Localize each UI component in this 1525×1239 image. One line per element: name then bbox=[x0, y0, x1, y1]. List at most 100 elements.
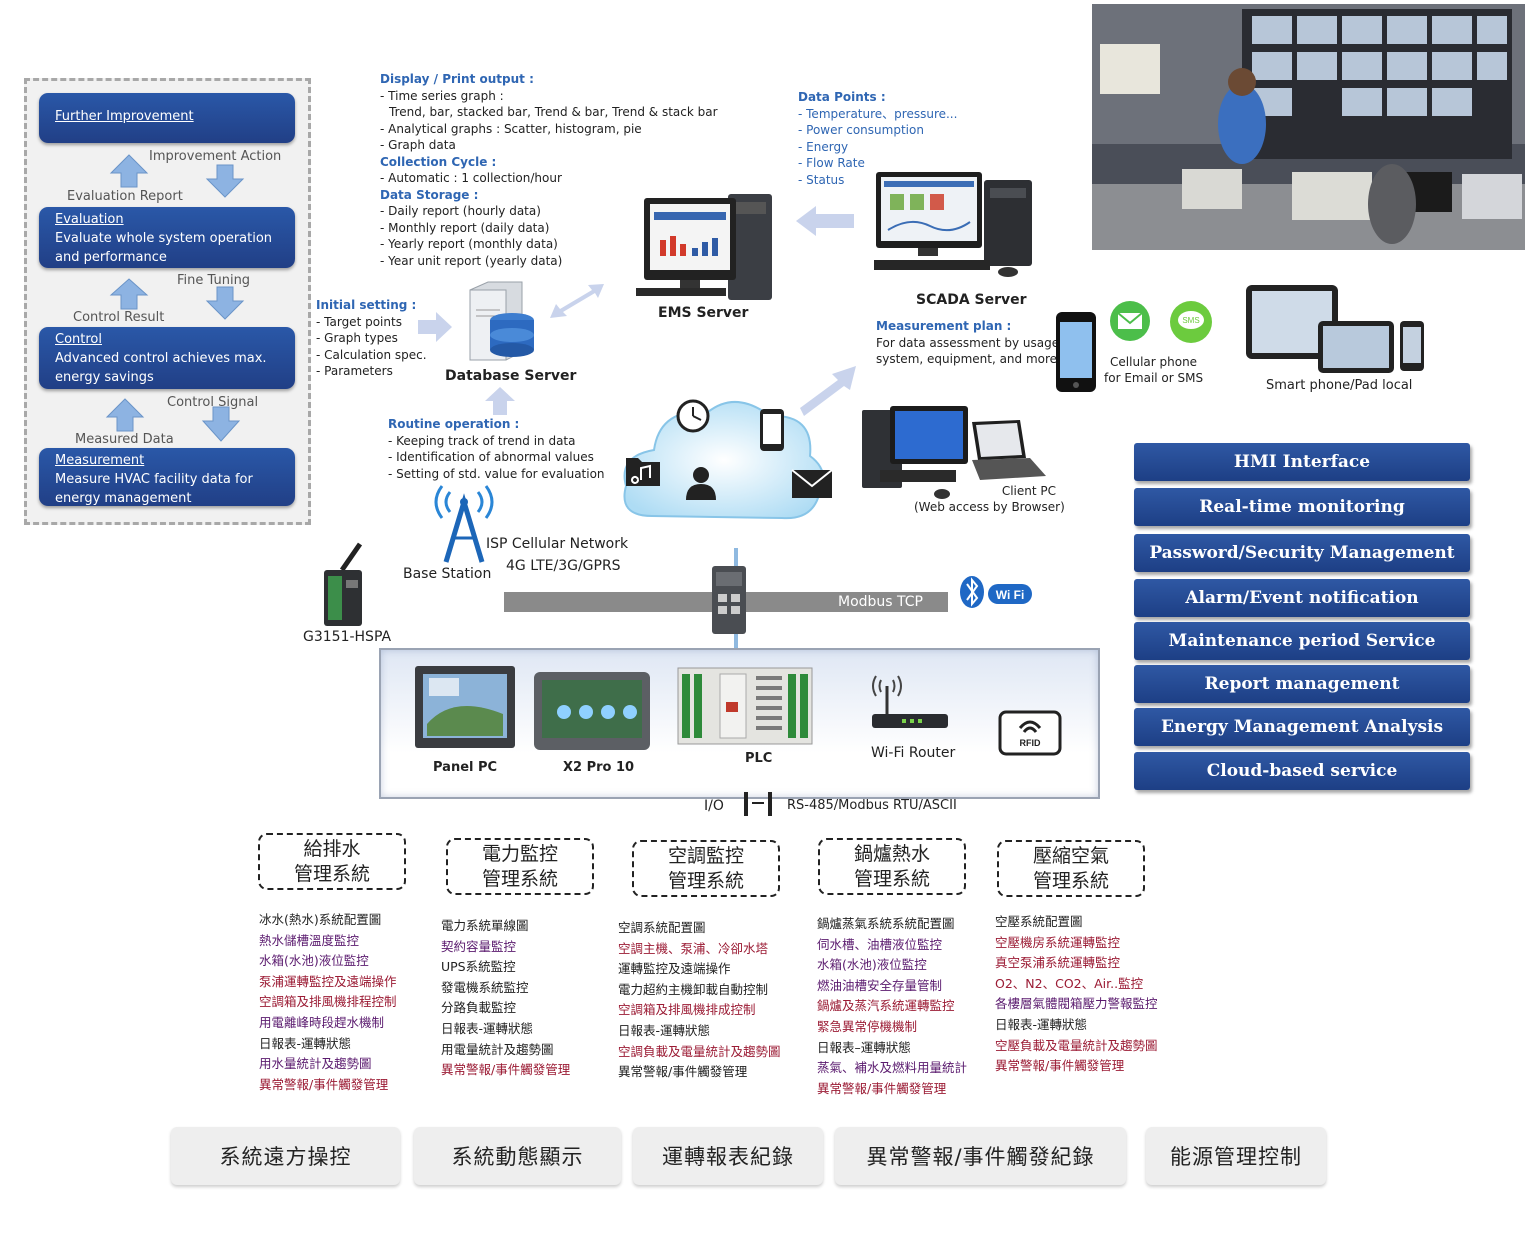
base-station-icon bbox=[434, 485, 494, 563]
further-improvement-box: Further Improvement bbox=[39, 93, 295, 143]
routine-operation-block: Routine operation : - Keeping track of t… bbox=[388, 417, 605, 481]
system-hvac-title: 空調監控管理系統 bbox=[632, 840, 780, 897]
system-air-title: 壓縮空氣管理系統 bbox=[997, 840, 1145, 897]
cellular-phone-label: Cellular phone for Email or SMS bbox=[1104, 355, 1204, 385]
function-item: 蒸氣、補水及燃料用量統計 bbox=[817, 1060, 968, 1076]
measured-data-label: Measured Data bbox=[75, 432, 174, 447]
panel-pc-icon bbox=[415, 666, 515, 748]
function-item: 日報表-運轉狀態 bbox=[995, 1016, 1088, 1032]
function-item: UPS系統監控 bbox=[441, 959, 516, 975]
improvement-arrows bbox=[109, 154, 245, 198]
function-item: 異常警報/事件觸發管理 bbox=[995, 1058, 1125, 1074]
feature-realtime-monitoring: Real-time monitoring bbox=[1134, 488, 1470, 526]
ethernet-switch-icon bbox=[712, 566, 746, 634]
improvement-cycle-panel: Further Improvement Improvement Action E… bbox=[24, 78, 311, 525]
ems-server-icon bbox=[636, 194, 772, 300]
mobile-icon bbox=[760, 409, 784, 451]
function-item: 空調負載及電量統計及趨勢圖 bbox=[618, 1043, 781, 1059]
svg-text:SMS: SMS bbox=[1182, 316, 1199, 325]
function-item: 空調系統配置圖 bbox=[618, 920, 706, 935]
energy-control-button: 能源管理控制 bbox=[1146, 1127, 1326, 1185]
sms-icon: SMS bbox=[1170, 301, 1212, 343]
connector-dash bbox=[752, 802, 764, 804]
function-item: 異常警報/事件觸發管理 bbox=[817, 1080, 947, 1096]
function-item: 異常警報/事件觸發管理 bbox=[618, 1064, 748, 1080]
plc-label: PLC bbox=[745, 751, 773, 766]
operation-report-button: 運轉報表紀錄 bbox=[633, 1127, 823, 1185]
svg-text:Wi Fi: Wi Fi bbox=[996, 588, 1025, 602]
remote-control-button: 系統遠方操控 bbox=[171, 1127, 400, 1185]
fine-tuning-label: Fine Tuning bbox=[177, 273, 251, 288]
arrow-diagonal-icon bbox=[800, 366, 856, 416]
wifi-router-label: Wi-Fi Router bbox=[871, 745, 956, 761]
system-boiler-list: 鍋爐蒸氣系統系統配置圖伺水槽、油槽液位監控水箱(水池)液位監控燃油油槽安全存量管… bbox=[817, 914, 967, 1099]
control-result-label: Control Result bbox=[73, 310, 165, 325]
feature-maintenance-service: Maintenance period Service bbox=[1134, 622, 1470, 660]
function-item: 契約容量監控 bbox=[441, 938, 517, 954]
function-item: 空調箱及排風機排程控制 bbox=[259, 994, 397, 1010]
smartphone-pad-label: Smart phone/Pad local bbox=[1266, 378, 1413, 393]
dynamic-display-button: 系統動態顯示 bbox=[414, 1127, 621, 1185]
client-pc-label: Client PC (Web access by Browser) bbox=[914, 484, 1065, 514]
scada-server-label: SCADA Server bbox=[916, 292, 1027, 308]
data-points-block: Data Points : - Temperature、pressure... … bbox=[798, 90, 958, 187]
function-item: 日報表-運轉狀態 bbox=[441, 1020, 534, 1036]
function-item: 用電量統計及趨勢圖 bbox=[441, 1041, 554, 1057]
database-server-label: Database Server bbox=[445, 368, 577, 384]
function-item: 鍋爐蒸氣系統系統配置圖 bbox=[817, 916, 955, 931]
function-item: 用電離峰時段趕水機制 bbox=[259, 1014, 385, 1030]
rs485-label: RS-485/Modbus RTU/ASCII bbox=[787, 798, 957, 813]
function-item: 空壓系統配置圖 bbox=[995, 914, 1083, 929]
function-item: 電力系統單線圖 bbox=[441, 918, 529, 933]
double-arrow-icon bbox=[550, 284, 604, 318]
function-item: 電力超約主機卸載自動控制 bbox=[618, 981, 769, 997]
io-connector bbox=[744, 792, 748, 816]
feature-report-management: Report management bbox=[1134, 665, 1470, 703]
feature-password-security: Password/Security Management bbox=[1134, 534, 1470, 572]
system-power-title: 電力監控管理系統 bbox=[446, 838, 594, 895]
g3151-modem-icon bbox=[324, 542, 363, 626]
measurement-plan-block: Measurement plan : For data assessment b… bbox=[876, 319, 1063, 366]
panel-pc-label: Panel PC bbox=[433, 760, 498, 775]
arrow-right-icon bbox=[418, 312, 452, 342]
control-signal-label: Control Signal bbox=[167, 395, 259, 410]
control-box: Control Advanced control achieves max. e… bbox=[39, 327, 295, 389]
function-item: 冰水(熱水)系統配置圖 bbox=[259, 912, 382, 927]
function-item: 空調主機、泵浦、冷卻水塔 bbox=[618, 940, 769, 956]
email-icon bbox=[1110, 301, 1150, 341]
system-hvac-list: 空調系統配置圖空調主機、泵浦、冷卻水塔運轉監控及遠端操作電力超約主機卸載自動控制… bbox=[618, 918, 781, 1083]
isp-label: ISP Cellular Network 4G LTE/3G/GPRS bbox=[486, 536, 629, 574]
io-label: I/O bbox=[704, 798, 724, 814]
function-item: 空壓負載及電量統計及趨勢圖 bbox=[995, 1037, 1158, 1053]
arrow-left-icon bbox=[796, 206, 854, 236]
svg-text:RFID: RFID bbox=[1020, 738, 1041, 748]
x2pro-label: X2 Pro 10 bbox=[563, 760, 635, 775]
cellular-phone-icon bbox=[1056, 312, 1096, 392]
function-item: 日報表-運轉狀態 bbox=[259, 1035, 352, 1051]
improvement-action-label: Improvement Action bbox=[149, 149, 282, 164]
function-item: 異常警報/事件觸發管理 bbox=[259, 1076, 389, 1092]
rs485-connector bbox=[768, 792, 772, 816]
function-item: 鍋爐及蒸汽系統運轉監控 bbox=[817, 998, 955, 1014]
evaluation-box: Evaluation Evaluate whole system operati… bbox=[39, 207, 295, 268]
initial-setting-block: Initial setting : - Target points - Grap… bbox=[316, 298, 427, 378]
measurement-box: Measurement Measure HVAC facility data f… bbox=[39, 448, 295, 506]
system-boiler-title: 鍋爐熱水管理系統 bbox=[818, 838, 966, 895]
user-icon bbox=[686, 467, 716, 500]
function-item: 異常警報/事件觸發管理 bbox=[441, 1062, 571, 1078]
function-item: O2、N2、CO2、Air..監控 bbox=[995, 975, 1144, 991]
modbus-tcp-label: Modbus TCP bbox=[838, 594, 923, 610]
base-station-label: Base Station bbox=[403, 566, 492, 582]
system-water-title: 給排水管理系統 bbox=[258, 833, 406, 890]
arrow-up-icon bbox=[485, 387, 515, 415]
function-item: 水箱(水池)液位監控 bbox=[817, 957, 927, 973]
function-item: 燃油油槽安全存量管制 bbox=[817, 977, 943, 993]
alarm-event-record-button: 異常警報/事件觸發紀錄 bbox=[835, 1127, 1126, 1185]
function-item: 熱水儲槽溫度監控 bbox=[259, 932, 360, 948]
feature-cloud-service: Cloud-based service bbox=[1134, 752, 1470, 790]
mail-icon bbox=[791, 469, 833, 498]
music-folder-icon bbox=[626, 458, 660, 486]
function-item: 緊急異常停機機制 bbox=[817, 1018, 918, 1034]
function-item: 日報表-運轉狀態 bbox=[618, 1022, 711, 1038]
